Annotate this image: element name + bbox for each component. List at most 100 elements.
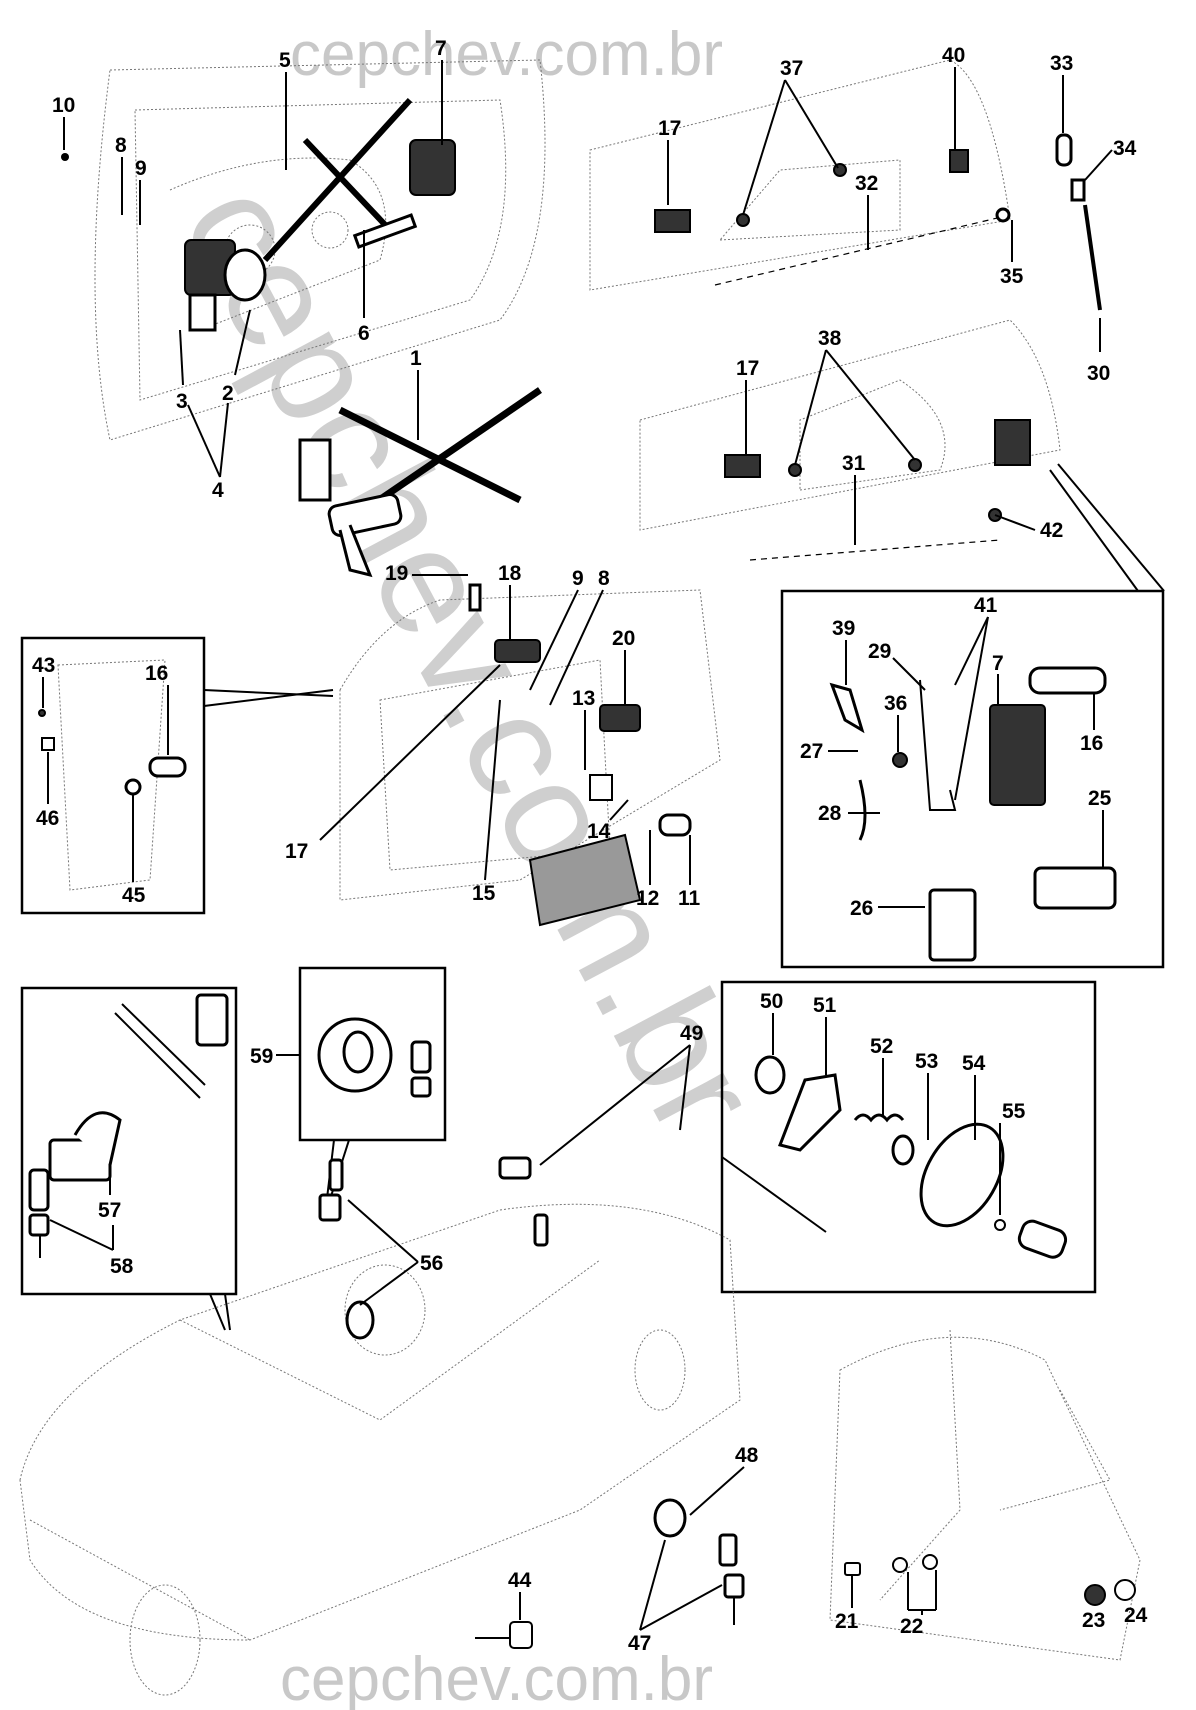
svg-text:32: 32 (855, 172, 878, 195)
callout-12: 12 (636, 830, 659, 910)
callout-16b: 16 (1080, 694, 1103, 755)
svg-text:47: 47 (628, 1632, 651, 1655)
svg-text:43: 43 (32, 654, 55, 677)
svg-text:30: 30 (1087, 362, 1110, 385)
callout-38: 38 (794, 327, 916, 466)
callout-48: 48 (689, 1444, 759, 1516)
svg-text:55: 55 (1002, 1100, 1026, 1123)
svg-text:59: 59 (250, 1045, 273, 1068)
svg-text:33: 33 (1050, 52, 1073, 75)
svg-text:50: 50 (760, 990, 783, 1013)
svg-text:38: 38 (818, 327, 842, 350)
svg-text:4: 4 (212, 479, 224, 502)
callout-32: 32 (855, 172, 878, 250)
svg-text:42: 42 (1040, 519, 1063, 542)
svg-text:25: 25 (1088, 787, 1112, 810)
callout-33: 33 (1050, 52, 1073, 167)
watermark-diagonal: cepchev.com.br (152, 156, 792, 1160)
svg-text:17: 17 (285, 840, 308, 863)
callout-42: 42 (994, 514, 1063, 542)
svg-text:19: 19 (385, 562, 408, 585)
callout-8: 8 (115, 134, 127, 215)
callout-17a: 17 (658, 117, 681, 205)
callout-8b: 8 (549, 567, 610, 706)
callout-23: 23 (1082, 1609, 1105, 1632)
svg-text:31: 31 (842, 452, 866, 475)
svg-text:40: 40 (942, 44, 965, 67)
callout-1: 1 (410, 347, 422, 440)
callout-15: 15 (472, 699, 501, 905)
svg-text:51: 51 (813, 994, 837, 1017)
svg-text:36: 36 (884, 692, 907, 715)
svg-text:58: 58 (110, 1255, 134, 1278)
callout-28: 28 (818, 802, 880, 825)
callout-55: 55 (999, 1100, 1026, 1215)
svg-text:53: 53 (915, 1050, 938, 1073)
callout-35: 35 (1000, 220, 1024, 288)
svg-text:16: 16 (145, 662, 168, 685)
callout-2: 2 (222, 309, 251, 405)
callout-37: 37 (742, 57, 839, 216)
svg-text:17: 17 (736, 357, 759, 380)
car-body-sketch (19, 1203, 741, 1696)
svg-text:10: 10 (52, 94, 75, 117)
svg-text:8: 8 (115, 134, 127, 157)
svg-text:11: 11 (678, 887, 701, 910)
svg-text:15: 15 (472, 882, 496, 905)
callout-20: 20 (612, 627, 635, 705)
door-trim-sketch (339, 583, 721, 927)
callout-29: 29 (868, 640, 926, 691)
svg-text:1: 1 (410, 347, 422, 370)
callout-39: 39 (832, 617, 855, 685)
svg-text:52: 52 (870, 1035, 893, 1058)
callout-43: 43 (32, 654, 55, 708)
ignition-lock-parts (318, 1156, 549, 1340)
rear-quarter-sketch (829, 1329, 1141, 1661)
handle-detail-panel (20, 636, 206, 915)
svg-text:26: 26 (850, 897, 873, 920)
callout-57: 57 (98, 1172, 121, 1222)
callout-27: 27 (800, 740, 858, 763)
svg-text:48: 48 (735, 1444, 759, 1467)
door-lock-cylinder-parts (653, 1498, 745, 1625)
callout-34: 34 (1070, 137, 1137, 202)
callout-3: 3 (176, 329, 188, 413)
svg-text:6: 6 (358, 322, 370, 345)
fuel-cap-parts (317, 1017, 432, 1098)
svg-text:41: 41 (974, 594, 998, 617)
svg-text:3: 3 (176, 390, 188, 413)
bonnet-lock-panel (20, 986, 238, 1296)
callout-16: 16 (145, 662, 169, 755)
svg-text:56: 56 (420, 1252, 443, 1275)
callout-41: 41 (954, 594, 998, 801)
svg-text:22: 22 (900, 1615, 923, 1638)
svg-text:20: 20 (612, 627, 635, 650)
svg-text:44: 44 (508, 1569, 532, 1592)
svg-text:54: 54 (962, 1052, 986, 1075)
callout-17c: 17 (285, 664, 501, 863)
window-regulator-part (298, 387, 542, 578)
svg-text:27: 27 (800, 740, 823, 763)
callout-24: 24 (1124, 1604, 1148, 1627)
svg-text:2: 2 (222, 382, 234, 405)
svg-text:24: 24 (1124, 1604, 1148, 1627)
callout-9: 9 (135, 157, 147, 225)
callout-59: 59 (250, 1045, 300, 1068)
svg-text:7: 7 (435, 37, 447, 60)
callout-52: 52 (870, 1035, 893, 1115)
callout-4: 4 (187, 402, 229, 502)
lock-detail-parts (829, 666, 1117, 962)
svg-text:21: 21 (835, 1610, 859, 1633)
callout-31: 31 (842, 452, 866, 545)
svg-text:17: 17 (658, 117, 681, 140)
svg-text:28: 28 (818, 802, 842, 825)
svg-text:13: 13 (572, 687, 595, 710)
svg-text:5: 5 (279, 49, 291, 72)
svg-text:39: 39 (832, 617, 855, 640)
callout-14: 14 (587, 799, 629, 843)
callout-11: 11 (678, 835, 701, 910)
callout-13: 13 (572, 687, 595, 770)
svg-text:9: 9 (135, 157, 147, 180)
svg-text:14: 14 (587, 820, 611, 843)
callout-44: 44 (475, 1569, 533, 1649)
